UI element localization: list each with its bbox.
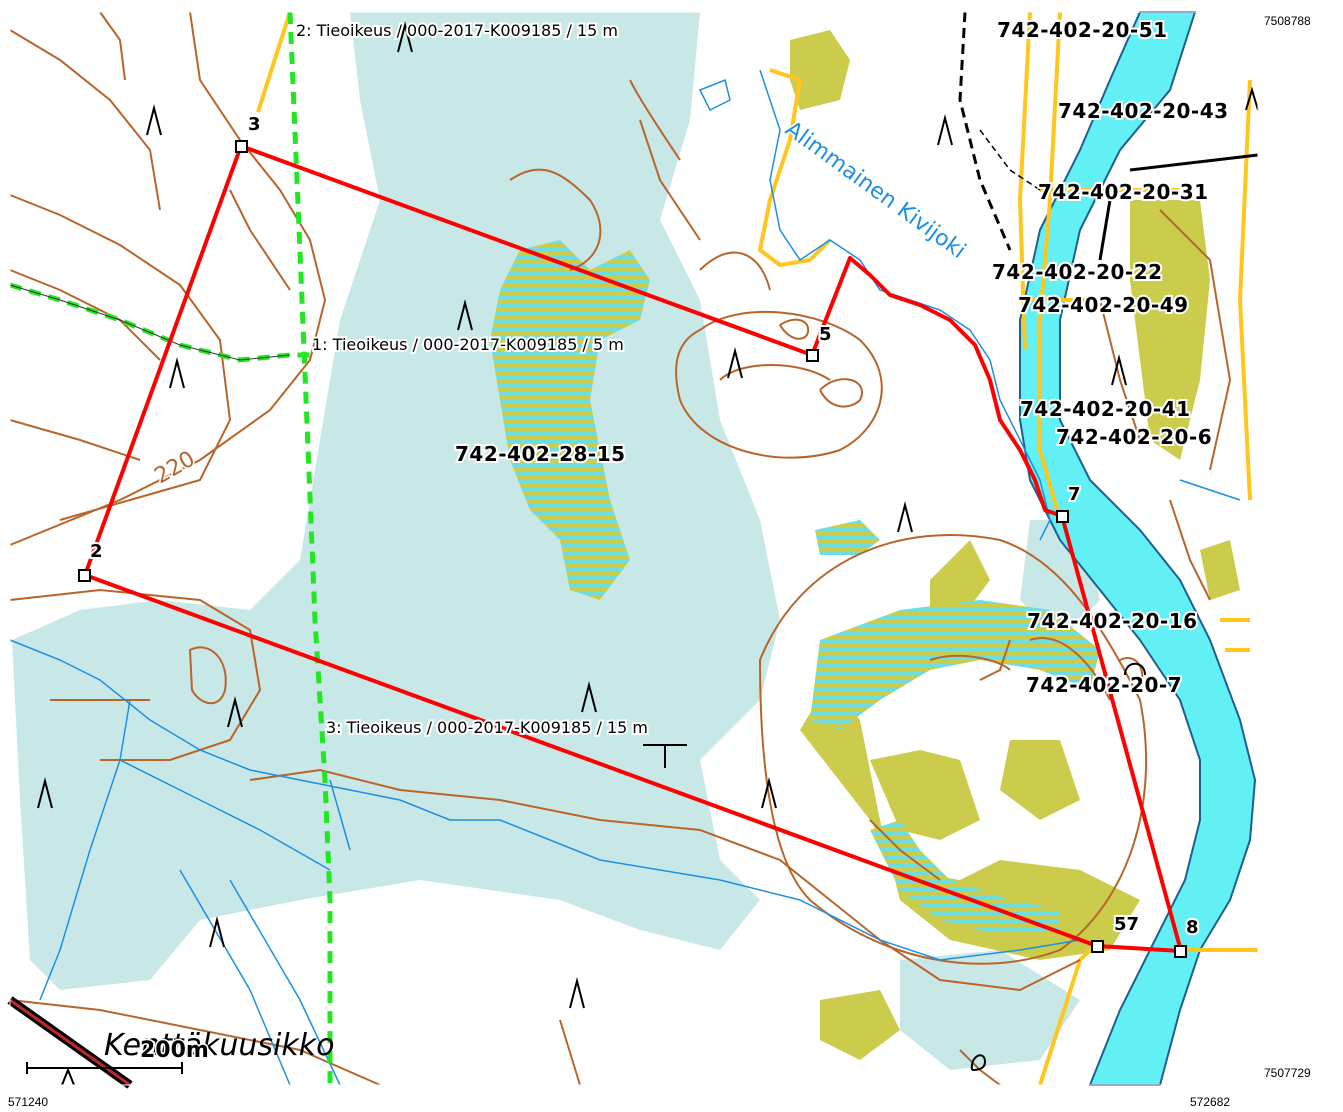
parcel-label: 742-402-20-49 bbox=[1018, 293, 1189, 317]
parcel-label: 742-402-20-41 bbox=[1020, 397, 1191, 421]
vertex-markers bbox=[78, 140, 1187, 958]
dashed-paths bbox=[958, 11, 1259, 261]
parcel-label: 742-402-20-43 bbox=[1058, 99, 1229, 123]
parcel-label: 742-402-20-16 bbox=[1027, 609, 1198, 633]
vertex-label: 5 bbox=[819, 324, 832, 345]
rock-symbol bbox=[970, 1054, 987, 1071]
vertex-marker-2[interactable] bbox=[78, 569, 91, 582]
scale-bar-label: 200m bbox=[140, 1038, 209, 1063]
parcel-label: 742-402-20-31 bbox=[1038, 180, 1209, 204]
marsh-areas bbox=[12, 12, 1100, 1070]
railway-inner bbox=[9, 998, 131, 1087]
vertex-marker-8[interactable] bbox=[1174, 945, 1187, 958]
parcel-label: 742-402-20-51 bbox=[997, 18, 1168, 42]
vertex-label: 57 bbox=[1114, 914, 1139, 935]
vertex-marker-57[interactable] bbox=[1091, 940, 1104, 953]
vertex-label: 2 bbox=[90, 541, 103, 562]
parcel-label: 742-402-20-7 bbox=[1026, 673, 1182, 697]
survey-marker bbox=[643, 744, 687, 768]
easement-label: 2: Tieoikeus / 000-2017-K009185 / 15 m bbox=[296, 21, 618, 40]
trail-line bbox=[9, 284, 291, 361]
coordinate-north: 7508788 bbox=[1264, 14, 1311, 28]
map-border bbox=[9, 11, 1259, 1086]
coordinate-east: 572682 bbox=[1190, 1095, 1231, 1109]
pit-symbol bbox=[1124, 662, 1146, 676]
vertex-marker-3[interactable] bbox=[235, 140, 248, 153]
place-name-label: Kenttäkuusikko bbox=[104, 1028, 334, 1063]
coordinate-south: 7507729 bbox=[1264, 1066, 1311, 1080]
forest-symbols bbox=[37, 21, 1259, 1086]
vertex-label: 7 bbox=[1068, 484, 1081, 505]
vertex-label: 3 bbox=[248, 114, 261, 135]
vertex-marker-7[interactable] bbox=[1056, 510, 1069, 523]
contour-lines bbox=[9, 11, 1232, 1086]
parcel-label: 742-402-20-22 bbox=[992, 260, 1163, 284]
parcel-label: 742-402-28-15 bbox=[455, 442, 626, 466]
vertex-marker-5[interactable] bbox=[806, 349, 819, 362]
easement-label: 3: Tieoikeus / 000-2017-K009185 / 15 m bbox=[326, 718, 648, 737]
vertex-label: 8 bbox=[1186, 917, 1199, 938]
streams bbox=[9, 69, 1241, 1086]
meadow-areas bbox=[790, 30, 1240, 1060]
parcel-label: 742-402-20-6 bbox=[1056, 425, 1212, 449]
scale-bar bbox=[26, 1062, 183, 1074]
coordinate-west: 571240 bbox=[8, 1095, 49, 1109]
striped-areas bbox=[490, 240, 1100, 935]
easement-label: 1: Tieoikeus / 000-2017-K009185 / 5 m bbox=[312, 335, 624, 354]
